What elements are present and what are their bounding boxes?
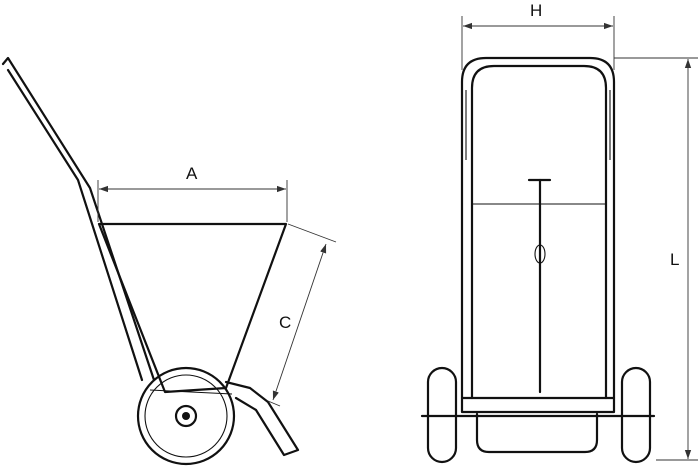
side-handle-frame	[1, 56, 156, 382]
front-view: H L	[420, 1, 698, 464]
dimension-a-label: A	[186, 164, 198, 183]
dimension-c: C	[267, 223, 337, 407]
dimension-l-label: L	[670, 250, 679, 269]
front-gate-rod	[527, 178, 552, 394]
front-axle	[420, 396, 656, 418]
side-view: A C	[1, 56, 337, 466]
dimension-l: L	[614, 57, 698, 461]
side-toe-plate	[224, 380, 300, 457]
dimension-c-label: C	[279, 313, 291, 332]
side-hopper	[97, 222, 288, 394]
front-wheel-right	[620, 366, 652, 464]
side-wheel	[136, 366, 236, 466]
dimension-h: H	[461, 1, 615, 70]
front-frame	[460, 56, 616, 400]
front-kick-stand	[475, 412, 599, 454]
front-wheel-left	[426, 366, 458, 464]
dimension-h-label: H	[530, 1, 542, 20]
dimension-a: A	[97, 164, 288, 222]
